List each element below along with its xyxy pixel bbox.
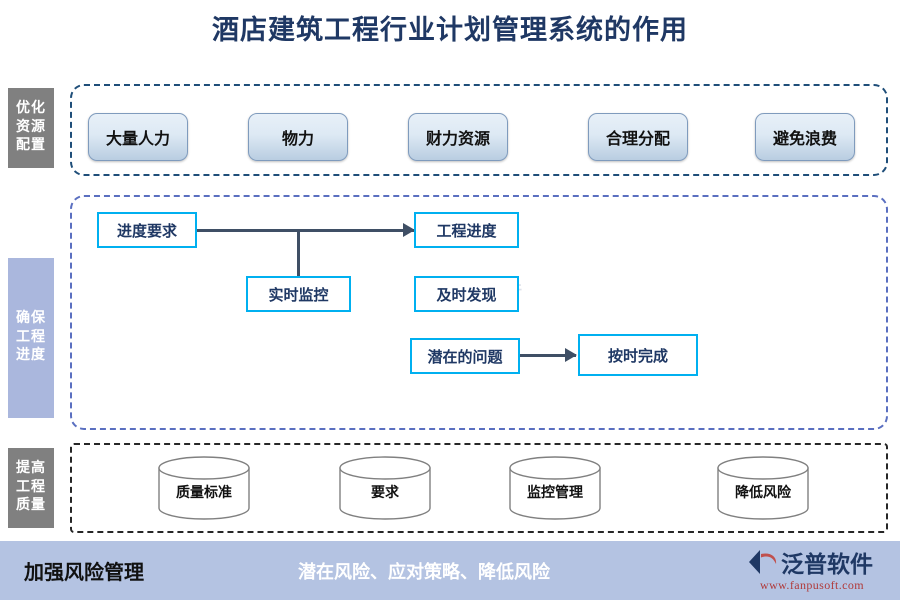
cylinder-icon	[339, 456, 431, 520]
footer-subtitle: 潜在风险、应对策略、降低风险	[298, 562, 550, 582]
resource-item-manpower[interactable]: 大量人力	[88, 113, 188, 161]
footer-bar: 加强风险管理 潜在风险、应对策略、降低风险	[0, 541, 900, 600]
section-container-ensure-progress	[70, 195, 888, 430]
arrowhead-to-engineering-progress	[403, 223, 415, 237]
flow-box-ontime-completion[interactable]: 按时完成	[578, 334, 698, 376]
quality-cylinder-requirement[interactable]: 要求	[338, 456, 432, 520]
cylinder-icon	[717, 456, 809, 520]
section-label-line: 优化	[16, 101, 46, 117]
cylinder-label: 质量标准	[176, 486, 232, 501]
section-label-line: 配置	[16, 138, 46, 154]
section-label-line: 工程	[16, 479, 46, 495]
cylinder-icon	[509, 456, 601, 520]
quality-cylinder-monitoring[interactable]: 监控管理	[508, 456, 602, 520]
section-label-line: 工程	[16, 329, 46, 345]
section-label-improve-quality: 提高 工程 质量	[8, 448, 54, 528]
cylinder-label: 要求	[371, 486, 399, 501]
cylinder-label: 监控管理	[527, 486, 583, 501]
brand-icon	[749, 550, 777, 574]
brand-logo[interactable]: 泛普软件 www.fanpusoft.com	[748, 545, 893, 595]
quality-cylinder-reduce-risk[interactable]: 降低风险	[716, 456, 810, 520]
quality-cylinder-standard[interactable]: 质量标准	[157, 456, 251, 520]
flow-box-potential-issues[interactable]: 潜在的问题	[410, 338, 520, 374]
resource-item-material[interactable]: 物力	[248, 113, 348, 161]
flow-box-engineering-progress[interactable]: 工程进度	[414, 212, 519, 248]
footer-title: 加强风险管理	[24, 562, 144, 584]
brand-name: 泛普软件	[781, 552, 873, 577]
section-label-ensure-progress: 确保 工程 进度	[8, 258, 54, 418]
section-label-line: 资源	[16, 119, 46, 135]
arrowhead-to-ontime-completion	[565, 348, 577, 362]
cylinder-label: 降低风险	[735, 486, 791, 501]
section-label-line: 进度	[16, 348, 46, 364]
connector-issue-to-ontime	[520, 354, 576, 357]
section-container-optimize-resources	[70, 84, 888, 176]
brand-url: www.fanpusoft.com	[760, 578, 865, 592]
section-label-line: 质量	[16, 498, 46, 514]
resource-item-allocation[interactable]: 合理分配	[588, 113, 688, 161]
cylinder-icon	[158, 456, 250, 520]
connector-monitor-riser	[297, 229, 300, 276]
resource-item-avoid-waste[interactable]: 避免浪费	[755, 113, 855, 161]
section-label-line: 确保	[16, 311, 46, 327]
brand-logo-row: 泛普软件	[748, 545, 893, 579]
section-label-line: 提高	[16, 461, 46, 477]
flow-box-realtime-monitoring[interactable]: 实时监控	[246, 276, 351, 312]
page-title: 酒店建筑工程行业计划管理系统的作用	[212, 15, 688, 45]
flow-box-schedule-requirement[interactable]: 进度要求	[97, 212, 197, 248]
section-label-optimize-resources: 优化 资源 配置	[8, 88, 54, 168]
flow-box-timely-detection[interactable]: 及时发现	[414, 276, 519, 312]
section-container-improve-quality	[70, 443, 888, 533]
connector-progress-to-schedule	[197, 229, 415, 232]
resource-item-financial[interactable]: 财力资源	[408, 113, 508, 161]
